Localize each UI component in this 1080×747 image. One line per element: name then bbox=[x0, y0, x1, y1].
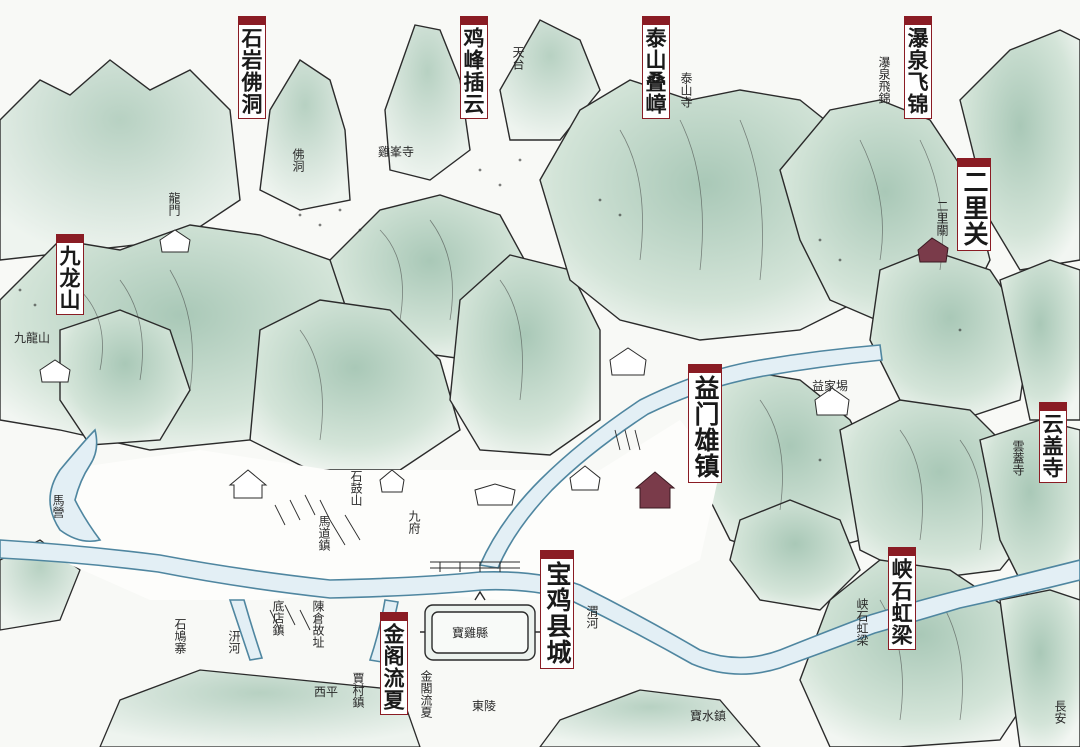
tag-text: 二里关 bbox=[960, 169, 989, 247]
annotation-baojixian: 寶雞縣 bbox=[452, 626, 489, 640]
tag-cap bbox=[641, 16, 670, 25]
tag-jifeng-chayun: 鸡峰插云 bbox=[459, 16, 488, 119]
tag-text: 云盖寺 bbox=[1040, 413, 1065, 479]
tag-shiyan-fodong: 石岩佛洞 bbox=[237, 16, 266, 119]
tributary-south bbox=[228, 599, 264, 661]
annotation-changan: 長安 bbox=[1053, 700, 1067, 724]
bridge bbox=[430, 561, 520, 572]
annotation-baoshui: 寶水鎮 bbox=[690, 709, 727, 723]
tag-baoji-xiancheng: 宝鸡县城 bbox=[539, 550, 574, 669]
buildings bbox=[39, 229, 850, 506]
annotation-shijizhai: 石鳩寨 bbox=[173, 618, 187, 654]
highlighted-sites bbox=[634, 237, 949, 509]
tag-cap bbox=[459, 16, 488, 25]
annotation-longmen: 龍門 bbox=[167, 192, 181, 216]
annotation-shigushan: 石鼓山 bbox=[349, 470, 363, 506]
tag-erli-guan: 二里关 bbox=[956, 158, 991, 251]
annotation-erliguan: 二里關 bbox=[935, 200, 949, 236]
annotation-jingeliuxia: 金閣流夏 bbox=[419, 670, 433, 718]
north-tributary bbox=[478, 344, 883, 569]
tag-cap bbox=[379, 612, 408, 621]
tag-jinge-liuxia: 金阁流夏 bbox=[379, 612, 408, 715]
annotation-dianfang: 底店鎮 bbox=[271, 600, 285, 636]
annotation-xiashihongliang: 峡石虹梁 bbox=[855, 598, 869, 646]
annotation-yijiaba: 益家埸 bbox=[812, 379, 849, 393]
weihe-river bbox=[0, 539, 1080, 675]
annotation-weihe: 渭河 bbox=[585, 605, 599, 629]
annotation-jiacun: 賈村鎮 bbox=[351, 672, 365, 708]
annotation-pubufeijin: 瀑泉飛錦 bbox=[877, 56, 891, 104]
annotation-yungaisi: 雲蓋寺 bbox=[1011, 440, 1025, 476]
annotation-dongling: 東陵 bbox=[472, 699, 497, 713]
tag-yimen-xiongzhen: 益门雄镇 bbox=[687, 364, 722, 483]
annotation-jiufu: 九府 bbox=[407, 510, 421, 534]
tag-text: 峡石虹梁 bbox=[889, 558, 914, 646]
tag-cap bbox=[903, 16, 932, 25]
tag-yungai-si: 云盖寺 bbox=[1038, 402, 1067, 483]
annotation-qianhe: 汧河 bbox=[227, 630, 241, 654]
annotation-maying: 馬營 bbox=[51, 494, 65, 518]
tag-text: 瀑泉飞锦 bbox=[905, 27, 930, 115]
mountain-range-west bbox=[0, 194, 601, 471]
tag-text: 益门雄镇 bbox=[691, 375, 720, 479]
annotation-madao: 馬道鎮 bbox=[317, 515, 331, 551]
tag-pubu-feijin: 瀑泉飞锦 bbox=[903, 16, 932, 119]
annotation-jifengsi: 雞峯寺 bbox=[378, 145, 415, 159]
tag-text: 宝鸡县城 bbox=[543, 561, 572, 665]
hills-southwest bbox=[0, 539, 761, 747]
annotation-tiantai: 天台 bbox=[511, 46, 525, 70]
tag-cap bbox=[237, 16, 266, 25]
tag-text: 石岩佛洞 bbox=[239, 27, 264, 115]
annotation-taishansi: 泰山寺 bbox=[679, 72, 693, 108]
annotation-chencang: 陳倉故址 bbox=[311, 600, 325, 648]
tag-cap bbox=[539, 550, 574, 559]
mountain-range-northwest bbox=[0, 19, 601, 261]
cliff-strokes bbox=[269, 429, 641, 631]
annotation-xiping: 西平 bbox=[314, 685, 339, 699]
tag-cap bbox=[887, 547, 916, 556]
walled-city bbox=[420, 590, 540, 661]
tag-cap bbox=[956, 158, 991, 167]
tag-cap bbox=[1038, 402, 1067, 411]
tag-taishan-diezhang: 泰山叠嶂 bbox=[641, 16, 670, 119]
annotation-fodong: 佛洞 bbox=[291, 148, 305, 172]
tag-cap bbox=[687, 364, 722, 373]
tag-text: 金阁流夏 bbox=[381, 623, 406, 711]
tag-text: 泰山叠嶂 bbox=[643, 27, 668, 115]
mountain-range-east bbox=[699, 369, 1080, 747]
tag-cap bbox=[55, 234, 84, 243]
tag-text: 九龙山 bbox=[57, 245, 82, 311]
tag-jiulong-shan: 九龙山 bbox=[55, 234, 84, 315]
tag-text: 鸡峰插云 bbox=[461, 27, 486, 115]
qianhe-river bbox=[49, 428, 102, 543]
annotation-jiulongshan: 九龍山 bbox=[14, 331, 51, 345]
tag-xiashi-hongliang: 峡石虹梁 bbox=[887, 547, 916, 650]
